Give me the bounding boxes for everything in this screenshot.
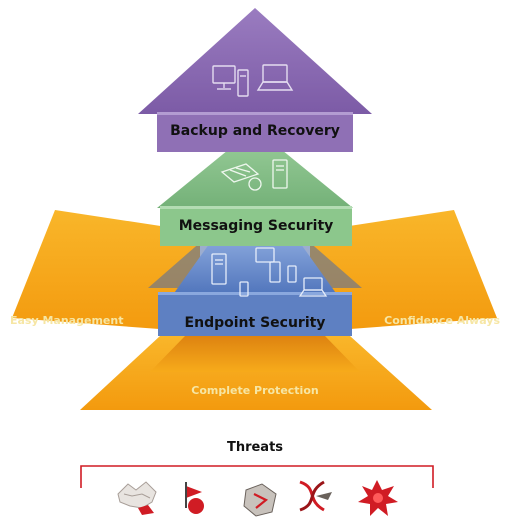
desktop-computer-icon	[255, 247, 297, 283]
wing-label-bottom: Complete Protection	[191, 384, 319, 397]
server-icon	[211, 253, 227, 285]
web-threat-icon	[243, 483, 277, 517]
wing-label-right: Confidence Always	[384, 314, 500, 327]
spam-icon	[117, 481, 157, 515]
mail-router-icon	[220, 163, 262, 191]
tier-label-endpoint: Endpoint Security	[184, 315, 326, 331]
threats-bracket	[80, 465, 434, 488]
endpoint-tier	[148, 240, 362, 336]
laptop-icon	[298, 277, 328, 297]
desktop-computer-icon	[212, 65, 249, 97]
backup-tier	[138, 8, 372, 152]
tier-label-messaging: Messaging Security	[178, 218, 334, 234]
messaging-tier	[157, 128, 353, 246]
bottom-wing	[80, 336, 432, 410]
right-wing	[310, 210, 497, 332]
phishing-icon	[185, 482, 204, 514]
phone-icon	[239, 281, 249, 297]
wing-label-left: Easy Management	[10, 314, 124, 327]
explosion-icon	[358, 480, 398, 516]
tier-label-backup: Backup and Recovery	[170, 123, 340, 139]
virus-icon	[299, 480, 332, 512]
left-wing	[12, 210, 200, 332]
threats-title: Threats	[226, 440, 284, 455]
server-tower-icon	[272, 159, 288, 189]
laptop-icon	[256, 64, 294, 91]
